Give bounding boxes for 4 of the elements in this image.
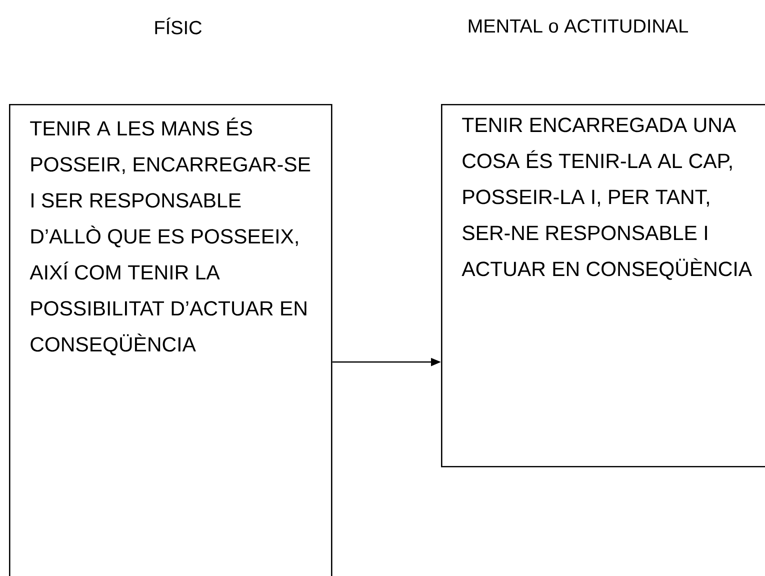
column-heading: FÍSIC	[155, 18, 202, 34]
column-heading: MENTAL o ACTITUDINAL	[468, 19, 688, 33]
text-box: TENIR ENCARREGADA UNA COSA ÉS TENIR-LA AL CAP, POSSEIR-LA I, PER TANT, SER-NE RESPONSABLE I ACTUAR EN CONSEQÜÈNCIA	[441, 104, 765, 468]
text-box: TENIR A LES MANS ÉS POSSEIR, ENCARREGAR-SE I SER RESPONSABLE D’ALLÒ QUE ES POSSEEIX, AIXÍ COM TENIR LA POSSIBILITAT D’ACTUAR EN CONSEQÜÈNCIA	[9, 104, 332, 576]
